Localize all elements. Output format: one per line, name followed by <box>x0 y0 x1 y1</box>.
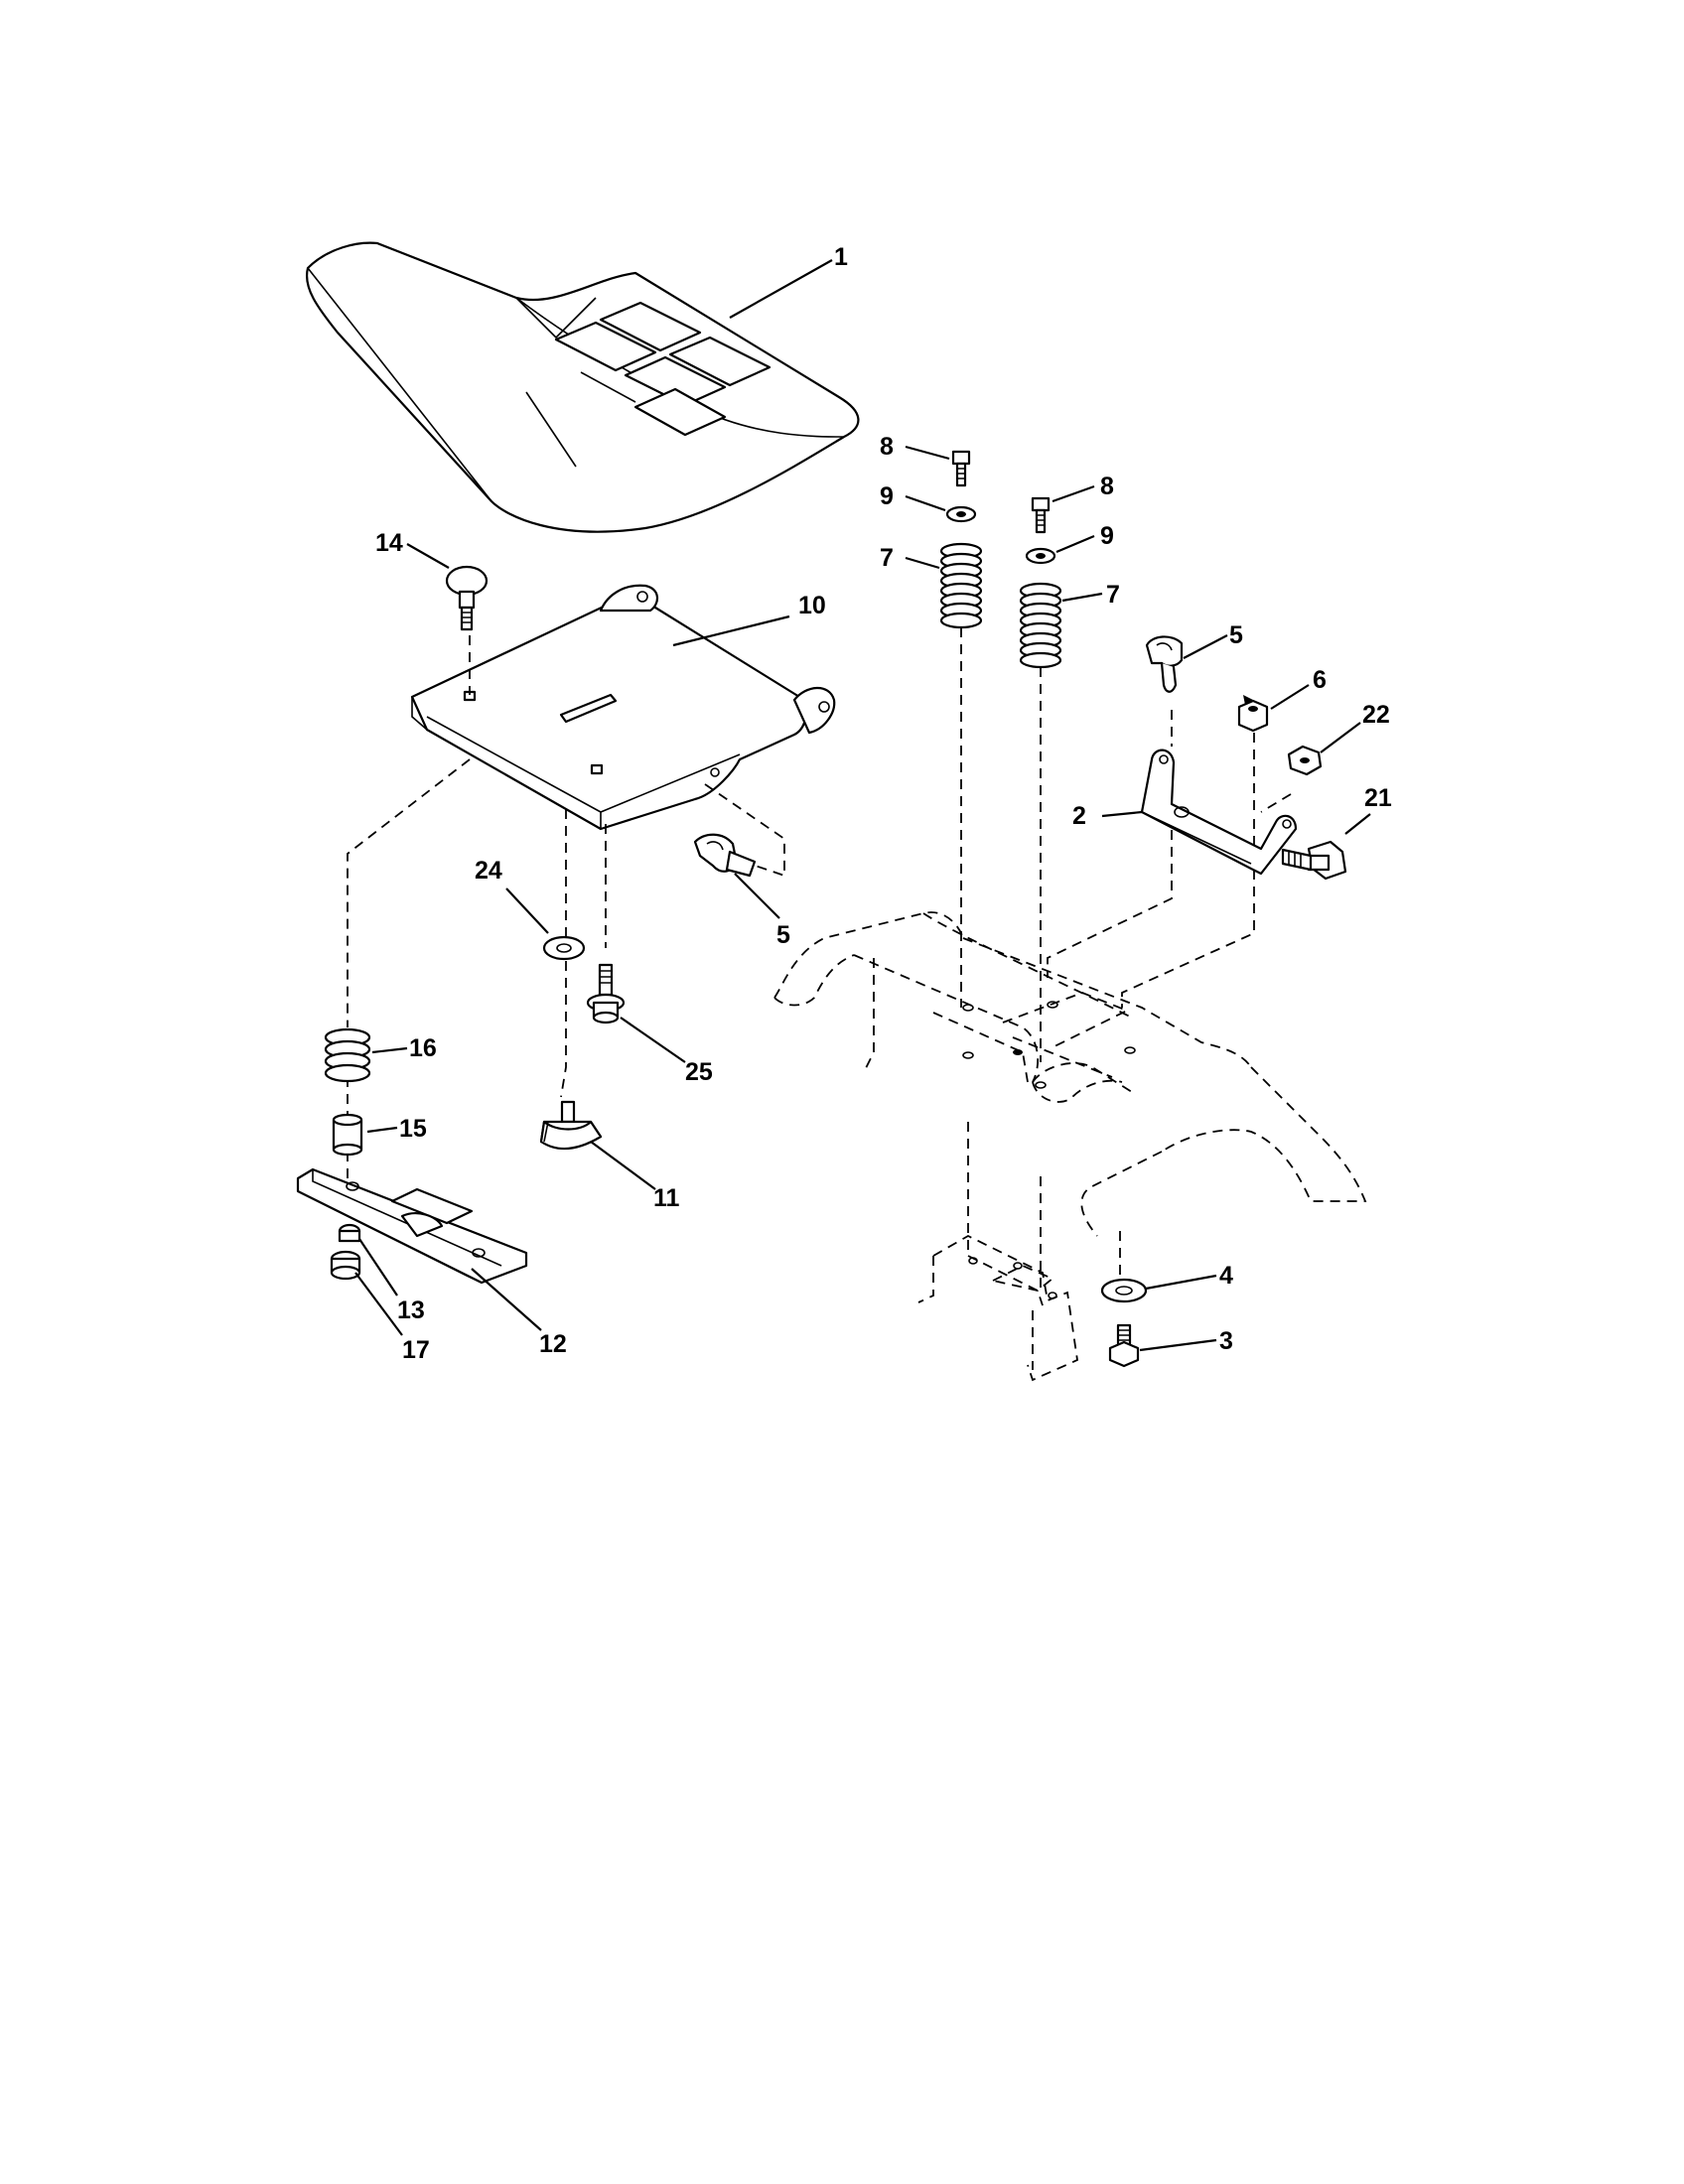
callout-13: 13 <box>397 1297 425 1324</box>
callout-10: 10 <box>798 592 826 619</box>
seat-part <box>305 241 860 533</box>
callout-4: 4 <box>1219 1262 1233 1290</box>
callout-8-right: 8 <box>1100 473 1114 500</box>
callout-8-left: 8 <box>880 433 894 461</box>
callout-9-left: 9 <box>880 482 894 510</box>
callout-12: 12 <box>539 1330 567 1358</box>
callout-16: 16 <box>409 1034 437 1062</box>
callout-15: 15 <box>399 1115 427 1143</box>
bracket-part-2 <box>1140 749 1298 876</box>
slide-bracket-part-12 <box>296 1167 528 1285</box>
carriage-bolt-part-14 <box>445 565 489 631</box>
lock-nut-part-6 <box>1237 699 1269 733</box>
washer-part-24 <box>542 935 586 961</box>
callout-5-left: 5 <box>776 921 790 949</box>
callout-5-right: 5 <box>1229 621 1243 649</box>
callout-6: 6 <box>1313 666 1327 694</box>
spring-part-7-right <box>1019 582 1062 669</box>
knob-part-11 <box>539 1100 603 1151</box>
callout-7-left: 7 <box>880 544 894 572</box>
callout-22: 22 <box>1362 701 1390 729</box>
bushing-part-15 <box>332 1113 363 1157</box>
frame-bracket-outline <box>917 1234 1078 1382</box>
washer-part-4 <box>1100 1278 1148 1303</box>
callout-1: 1 <box>834 243 848 271</box>
clip-part-5-right <box>1145 635 1184 693</box>
lock-nut-part-17 <box>330 1250 361 1281</box>
callout-9-right: 9 <box>1100 522 1114 550</box>
bolt-part-21 <box>1281 840 1347 881</box>
spring-part-16 <box>324 1027 371 1083</box>
clip-part-5-left <box>693 833 757 878</box>
bolt-part-8-left <box>951 450 971 487</box>
fender-outline <box>773 911 1367 1237</box>
nut-part-13 <box>338 1223 361 1243</box>
callout-24: 24 <box>475 857 502 885</box>
callout-17: 17 <box>402 1336 430 1364</box>
shoulder-bolt-part-25 <box>586 963 626 1024</box>
seat-pan-part <box>410 584 836 831</box>
nut-part-22 <box>1287 745 1323 776</box>
callout-3: 3 <box>1219 1327 1233 1355</box>
callout-14: 14 <box>375 529 403 557</box>
callout-25: 25 <box>685 1058 713 1086</box>
callout-11: 11 <box>653 1184 680 1212</box>
callout-7-right: 7 <box>1106 581 1120 609</box>
bolt-part-3 <box>1108 1323 1140 1368</box>
callout-2: 2 <box>1072 802 1086 830</box>
bolt-part-8-right <box>1031 496 1051 534</box>
callout-21: 21 <box>1364 784 1392 812</box>
spring-part-7-left <box>939 542 983 629</box>
